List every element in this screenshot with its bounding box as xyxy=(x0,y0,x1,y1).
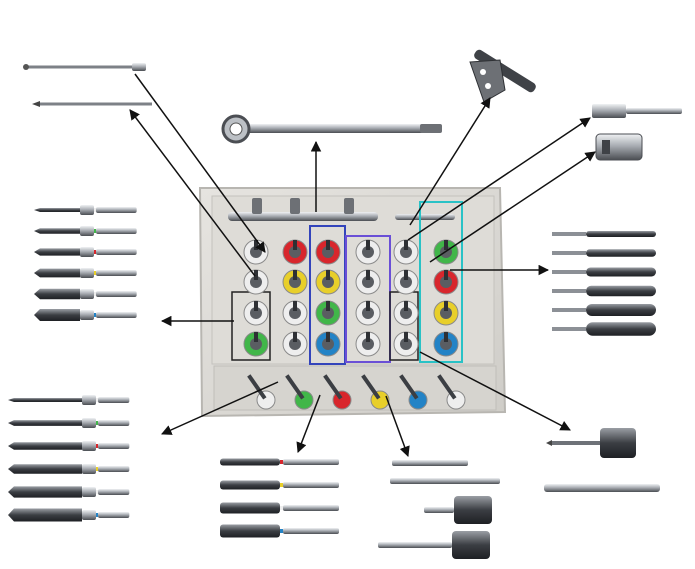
right-instrument xyxy=(552,285,656,297)
tray-well xyxy=(282,239,308,265)
bottom-driver xyxy=(390,478,500,484)
callout-arrows xyxy=(129,73,596,457)
top-left-drill xyxy=(32,101,152,107)
left-drill xyxy=(34,288,137,300)
left-drill xyxy=(34,226,137,236)
right-lower-extension xyxy=(544,484,660,492)
lower-drill xyxy=(8,395,130,405)
right-instrument xyxy=(552,249,656,257)
tray-well xyxy=(433,300,459,326)
lower-drill xyxy=(8,464,130,474)
tray-bottom-well xyxy=(323,374,352,410)
right-instrument xyxy=(552,267,656,277)
top-left-probe xyxy=(23,63,146,71)
tray-well xyxy=(243,331,269,357)
hex-wrench-tool xyxy=(469,49,536,103)
tray-well xyxy=(282,331,308,357)
tray-well xyxy=(393,269,419,295)
left-drill xyxy=(34,268,137,278)
left-drill-set xyxy=(34,205,137,321)
tray-bottom-well xyxy=(437,374,466,410)
tray-well xyxy=(282,300,308,326)
tray-well xyxy=(393,239,419,265)
tray-well xyxy=(433,331,459,357)
lower-drill xyxy=(8,418,130,428)
bottom-driver xyxy=(424,496,492,524)
bottom-driver-set xyxy=(378,460,500,559)
left-drill xyxy=(34,205,137,215)
tray-well xyxy=(393,331,419,357)
tray-well xyxy=(355,331,381,357)
right-instrument xyxy=(552,304,656,316)
right-instrument-set xyxy=(552,231,656,336)
tray-well xyxy=(315,300,341,326)
tray-well xyxy=(355,300,381,326)
tray-well xyxy=(355,239,381,265)
tray-well xyxy=(393,300,419,326)
tray-bottom-wells xyxy=(247,374,466,410)
tray-ratchet-wrench xyxy=(228,212,378,221)
tray-well xyxy=(243,269,269,295)
right-socket xyxy=(595,133,643,161)
bottom-tap xyxy=(220,458,339,466)
bottom-driver xyxy=(378,531,490,559)
left-drill xyxy=(34,247,137,257)
bottom-tap xyxy=(220,502,339,514)
bottom-driver xyxy=(392,460,468,466)
lower-drill xyxy=(8,486,130,498)
tray-bottom-well xyxy=(247,374,276,410)
bottom-tap xyxy=(220,480,339,490)
tray-well xyxy=(243,300,269,326)
tray-well xyxy=(433,269,459,295)
lower-drill xyxy=(8,508,130,522)
right-lower-driver xyxy=(546,428,636,458)
instrument-tray xyxy=(198,187,507,418)
tray-bottom-well xyxy=(361,374,390,410)
tray-well xyxy=(315,331,341,357)
right-instrument xyxy=(552,322,656,336)
right-adapter xyxy=(592,104,682,118)
tray-well xyxy=(315,239,341,265)
tray-well xyxy=(282,269,308,295)
lower-drill xyxy=(8,441,130,451)
lower-left-drill-set xyxy=(8,395,130,522)
bottom-tap-set xyxy=(220,458,339,538)
tray-bottom-well xyxy=(399,374,428,410)
right-instrument xyxy=(552,231,656,237)
left-drill xyxy=(34,309,137,321)
bottom-tap xyxy=(220,524,339,538)
top-wrench xyxy=(221,114,442,144)
frame-cyan xyxy=(419,201,463,363)
tray-well xyxy=(355,269,381,295)
tray-well xyxy=(315,269,341,295)
tray-bottom-well xyxy=(285,374,314,410)
